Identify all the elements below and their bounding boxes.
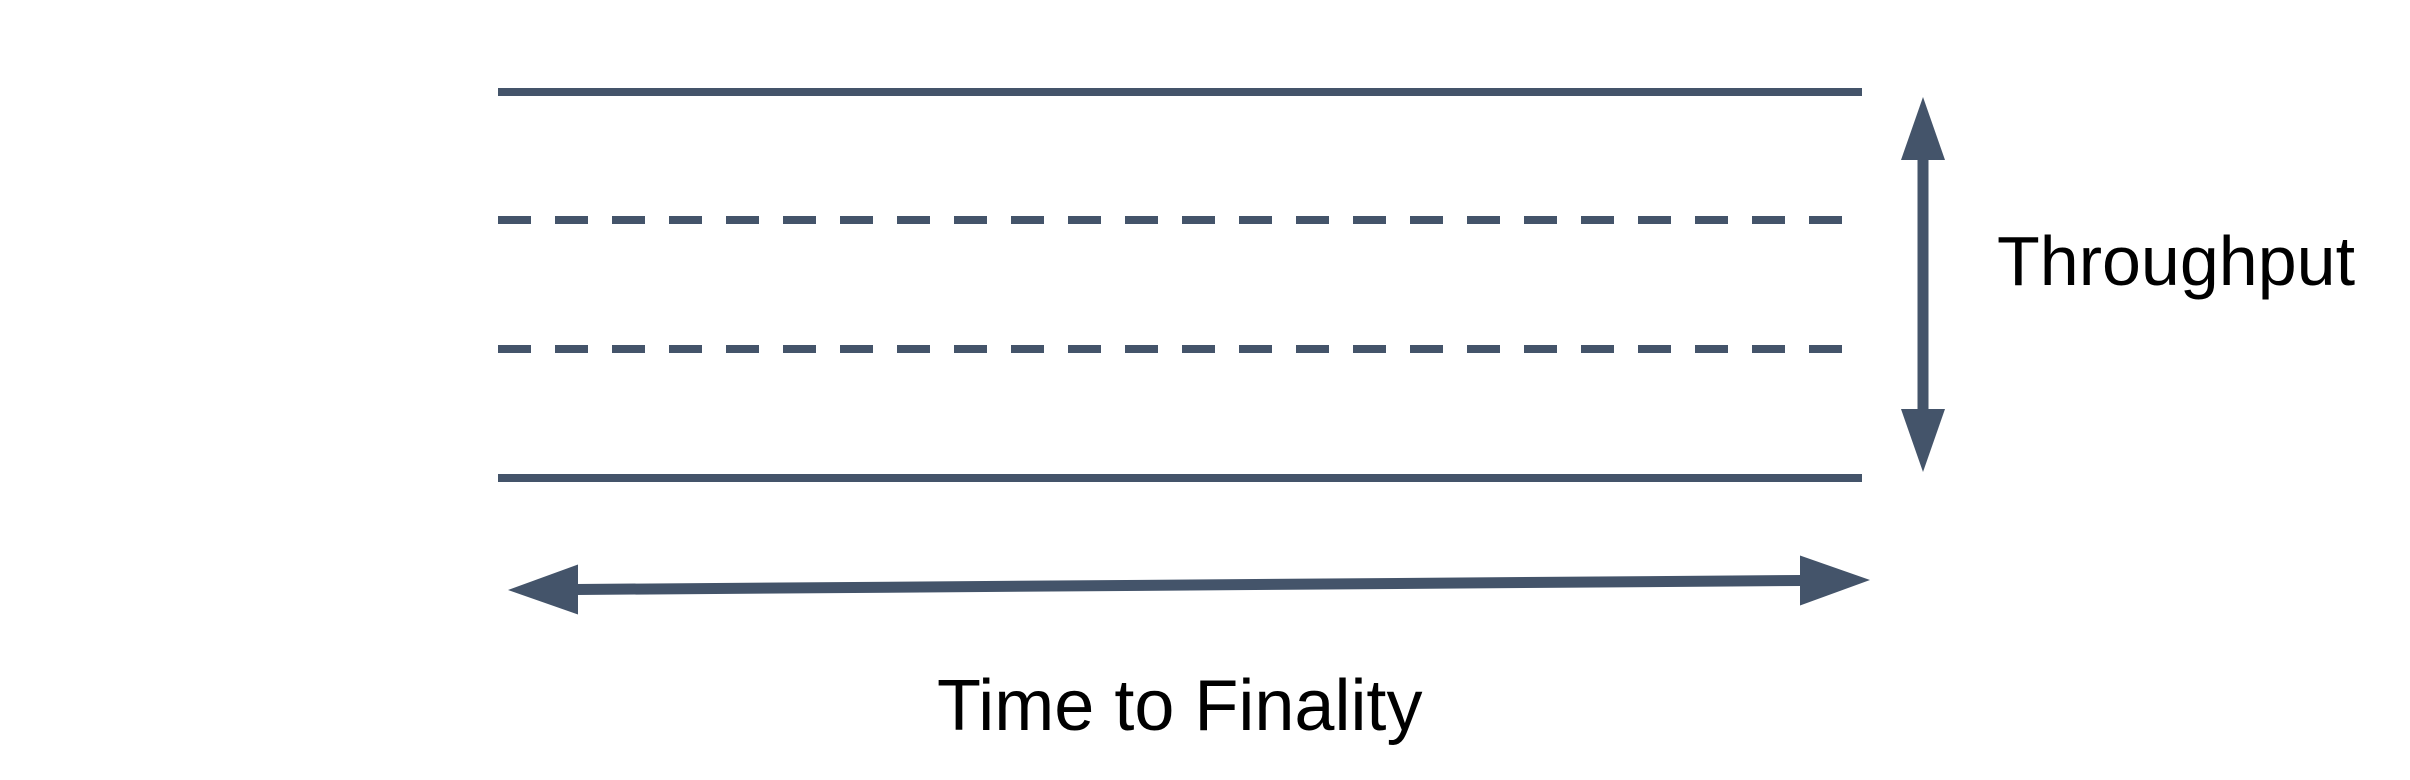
throughput-arrow-down-head-icon bbox=[1901, 409, 1945, 472]
throughput-label: Throughput bbox=[1997, 222, 2355, 300]
time-to-finality-range-arrow bbox=[508, 555, 1870, 615]
time-to-finality-arrow-left-head-icon bbox=[508, 564, 578, 615]
line-band bbox=[498, 88, 1862, 482]
throughput-arrow-up-head-icon bbox=[1901, 97, 1945, 160]
time-to-finality-arrow-right-head-icon bbox=[1800, 555, 1870, 606]
time-to-finality-label: Time to Finality bbox=[937, 666, 1422, 746]
time-to-finality-arrow-shaft bbox=[575, 575, 1803, 595]
throughput-range-arrow bbox=[1901, 97, 1945, 472]
